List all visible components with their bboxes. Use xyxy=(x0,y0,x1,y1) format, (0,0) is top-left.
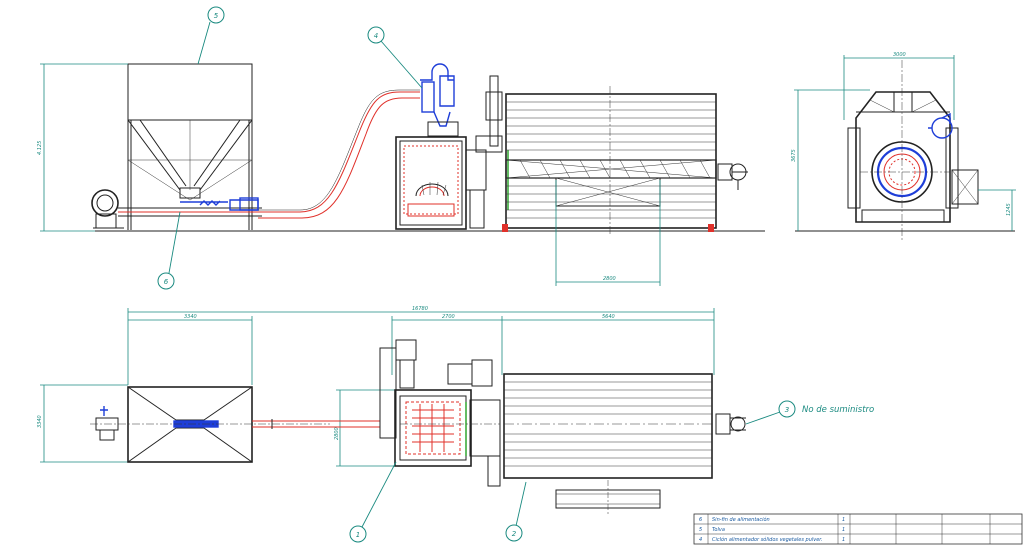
bom-row: 5 Tolva 1 xyxy=(699,527,845,533)
hopper-elevation xyxy=(127,63,253,230)
bom-row-desc: Sin-fin de alimentación xyxy=(712,516,770,523)
drum-plan xyxy=(503,373,746,514)
end-view-small-dim: 1245 xyxy=(1006,203,1012,216)
furnace-section-dim: 2700 xyxy=(442,314,455,320)
hopper-height-dim: 4.125 xyxy=(37,141,43,155)
callouts: 5 4 6 3 No de suministro 1 2 xyxy=(157,6,874,543)
furnace-depth-plan-dim: 2800 xyxy=(334,427,340,440)
bill-of-materials: 6 Sin-fin de alimentación 1 5 Tolva 1 4 … xyxy=(693,513,1023,545)
callout-6-label: 6 xyxy=(164,278,169,286)
plan-view: 16780 3340 2700 5640 3340 2800 xyxy=(37,306,746,514)
callout-2-label: 2 xyxy=(512,530,517,538)
bom-row-qty: 1 xyxy=(842,537,845,543)
hopper-depth-plan-dim: 3340 xyxy=(37,415,43,428)
bom-row-desc: Tolva xyxy=(712,527,725,533)
callout-3-label: 3 xyxy=(785,406,789,414)
end-view: 3000 3675 1245 xyxy=(791,52,1016,240)
elevation-view: 4.125 2800 xyxy=(37,63,765,286)
drum-ribs xyxy=(506,101,716,219)
furnace-width-dim: 2800 xyxy=(603,276,616,282)
blower-plan xyxy=(95,406,119,441)
total-length-dim: 16780 xyxy=(412,306,428,312)
callout-6: 6 xyxy=(157,211,181,290)
drum-length-dim: 5640 xyxy=(602,314,615,320)
furnace-elevation xyxy=(395,75,509,230)
callout-2: 2 xyxy=(505,481,527,542)
callout-4-label: 4 xyxy=(374,32,378,40)
drum-elevation xyxy=(502,86,748,236)
blower-elevation xyxy=(91,189,124,229)
transport-pipe-elevation xyxy=(258,89,420,219)
elevation-dimensions: 4.125 2800 xyxy=(37,63,661,286)
end-view-width-dim: 3000 xyxy=(893,52,906,58)
callout-5: 5 xyxy=(197,6,225,65)
callout-4: 4 xyxy=(367,26,423,89)
bom-row-qty: 1 xyxy=(842,527,845,533)
callout-1-label: 1 xyxy=(356,531,360,539)
bom-row: 4 Ciclón alimentador sólidos vegetales p… xyxy=(699,536,845,543)
bom-row-num: 5 xyxy=(699,527,702,533)
callout-5-label: 5 xyxy=(214,12,219,20)
furnace-plan xyxy=(379,339,501,487)
bom-row-desc: Ciclón alimentador sólidos vegetales pul… xyxy=(712,536,823,543)
end-view-height-dim: 3675 xyxy=(791,149,797,162)
bom-row: 6 Sin-fin de alimentación 1 xyxy=(699,516,845,523)
bom-row-num: 4 xyxy=(699,537,702,543)
screw-conveyor-elevation xyxy=(118,197,262,217)
no-supply-note: No de suministro xyxy=(802,405,874,415)
callout-1: 1 xyxy=(349,461,397,543)
bom-row-num: 6 xyxy=(699,517,702,523)
hopper-plan xyxy=(90,386,330,463)
hopper-width-plan-dim: 3340 xyxy=(184,314,197,320)
bom-row-qty: 1 xyxy=(842,517,845,523)
cyclone-elevation xyxy=(420,63,459,137)
callout-3: 3 No de suministro xyxy=(745,400,874,425)
